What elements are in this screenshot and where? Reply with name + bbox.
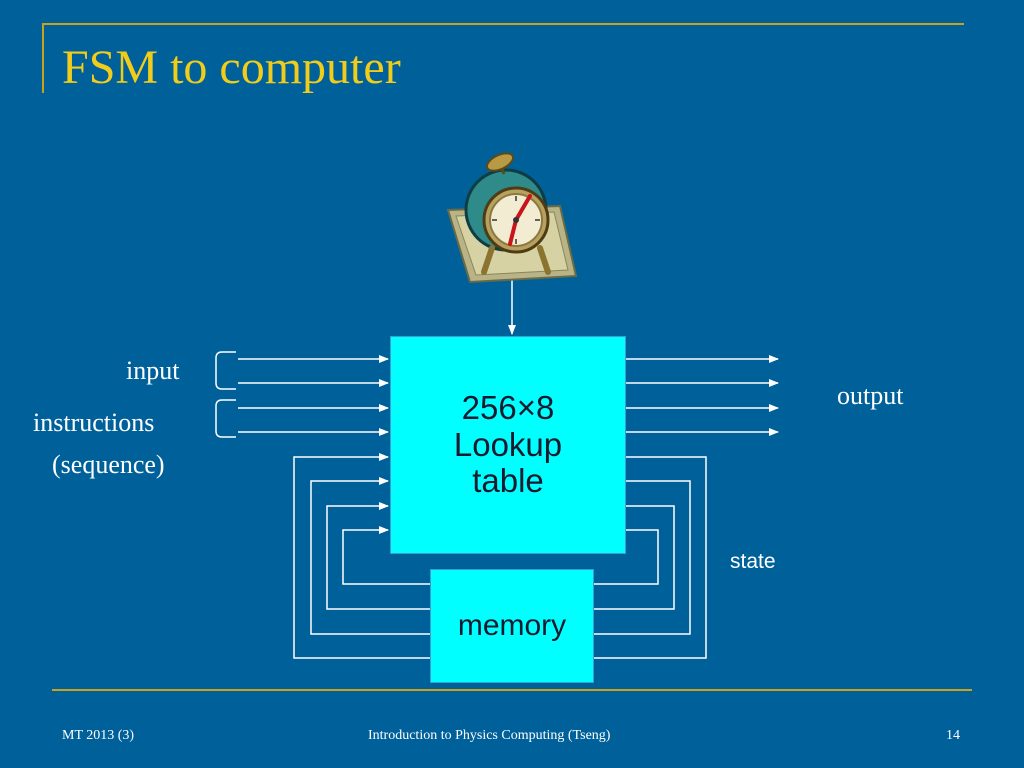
top-rule <box>42 23 964 25</box>
lookup-table-line1: Lookup <box>453 425 563 463</box>
memory-label: memory <box>457 609 567 642</box>
sequence-label: (sequence) <box>52 450 165 479</box>
lookup-table-line2: table <box>472 462 544 500</box>
footer-left: MT 2013 (3) <box>62 728 135 743</box>
input-brace <box>215 351 236 390</box>
input-label: input <box>126 356 180 385</box>
page-title: FSM to computer <box>62 41 401 94</box>
lookup-table-size: 256×8 <box>461 388 555 426</box>
lookup-table-box: 256×8 Lookup table <box>390 336 626 554</box>
memory-box: memory <box>430 569 594 683</box>
footer-page-number: 14 <box>946 728 960 743</box>
instructions-brace <box>215 399 236 438</box>
left-rule <box>42 23 44 93</box>
bottom-rule <box>52 689 972 691</box>
state-label: state <box>730 550 776 573</box>
output-label: output <box>837 381 904 410</box>
footer-center: Introduction to Physics Computing (Tseng… <box>368 728 611 743</box>
instructions-label: instructions <box>33 408 155 437</box>
alarm-clock-icon <box>446 152 578 284</box>
